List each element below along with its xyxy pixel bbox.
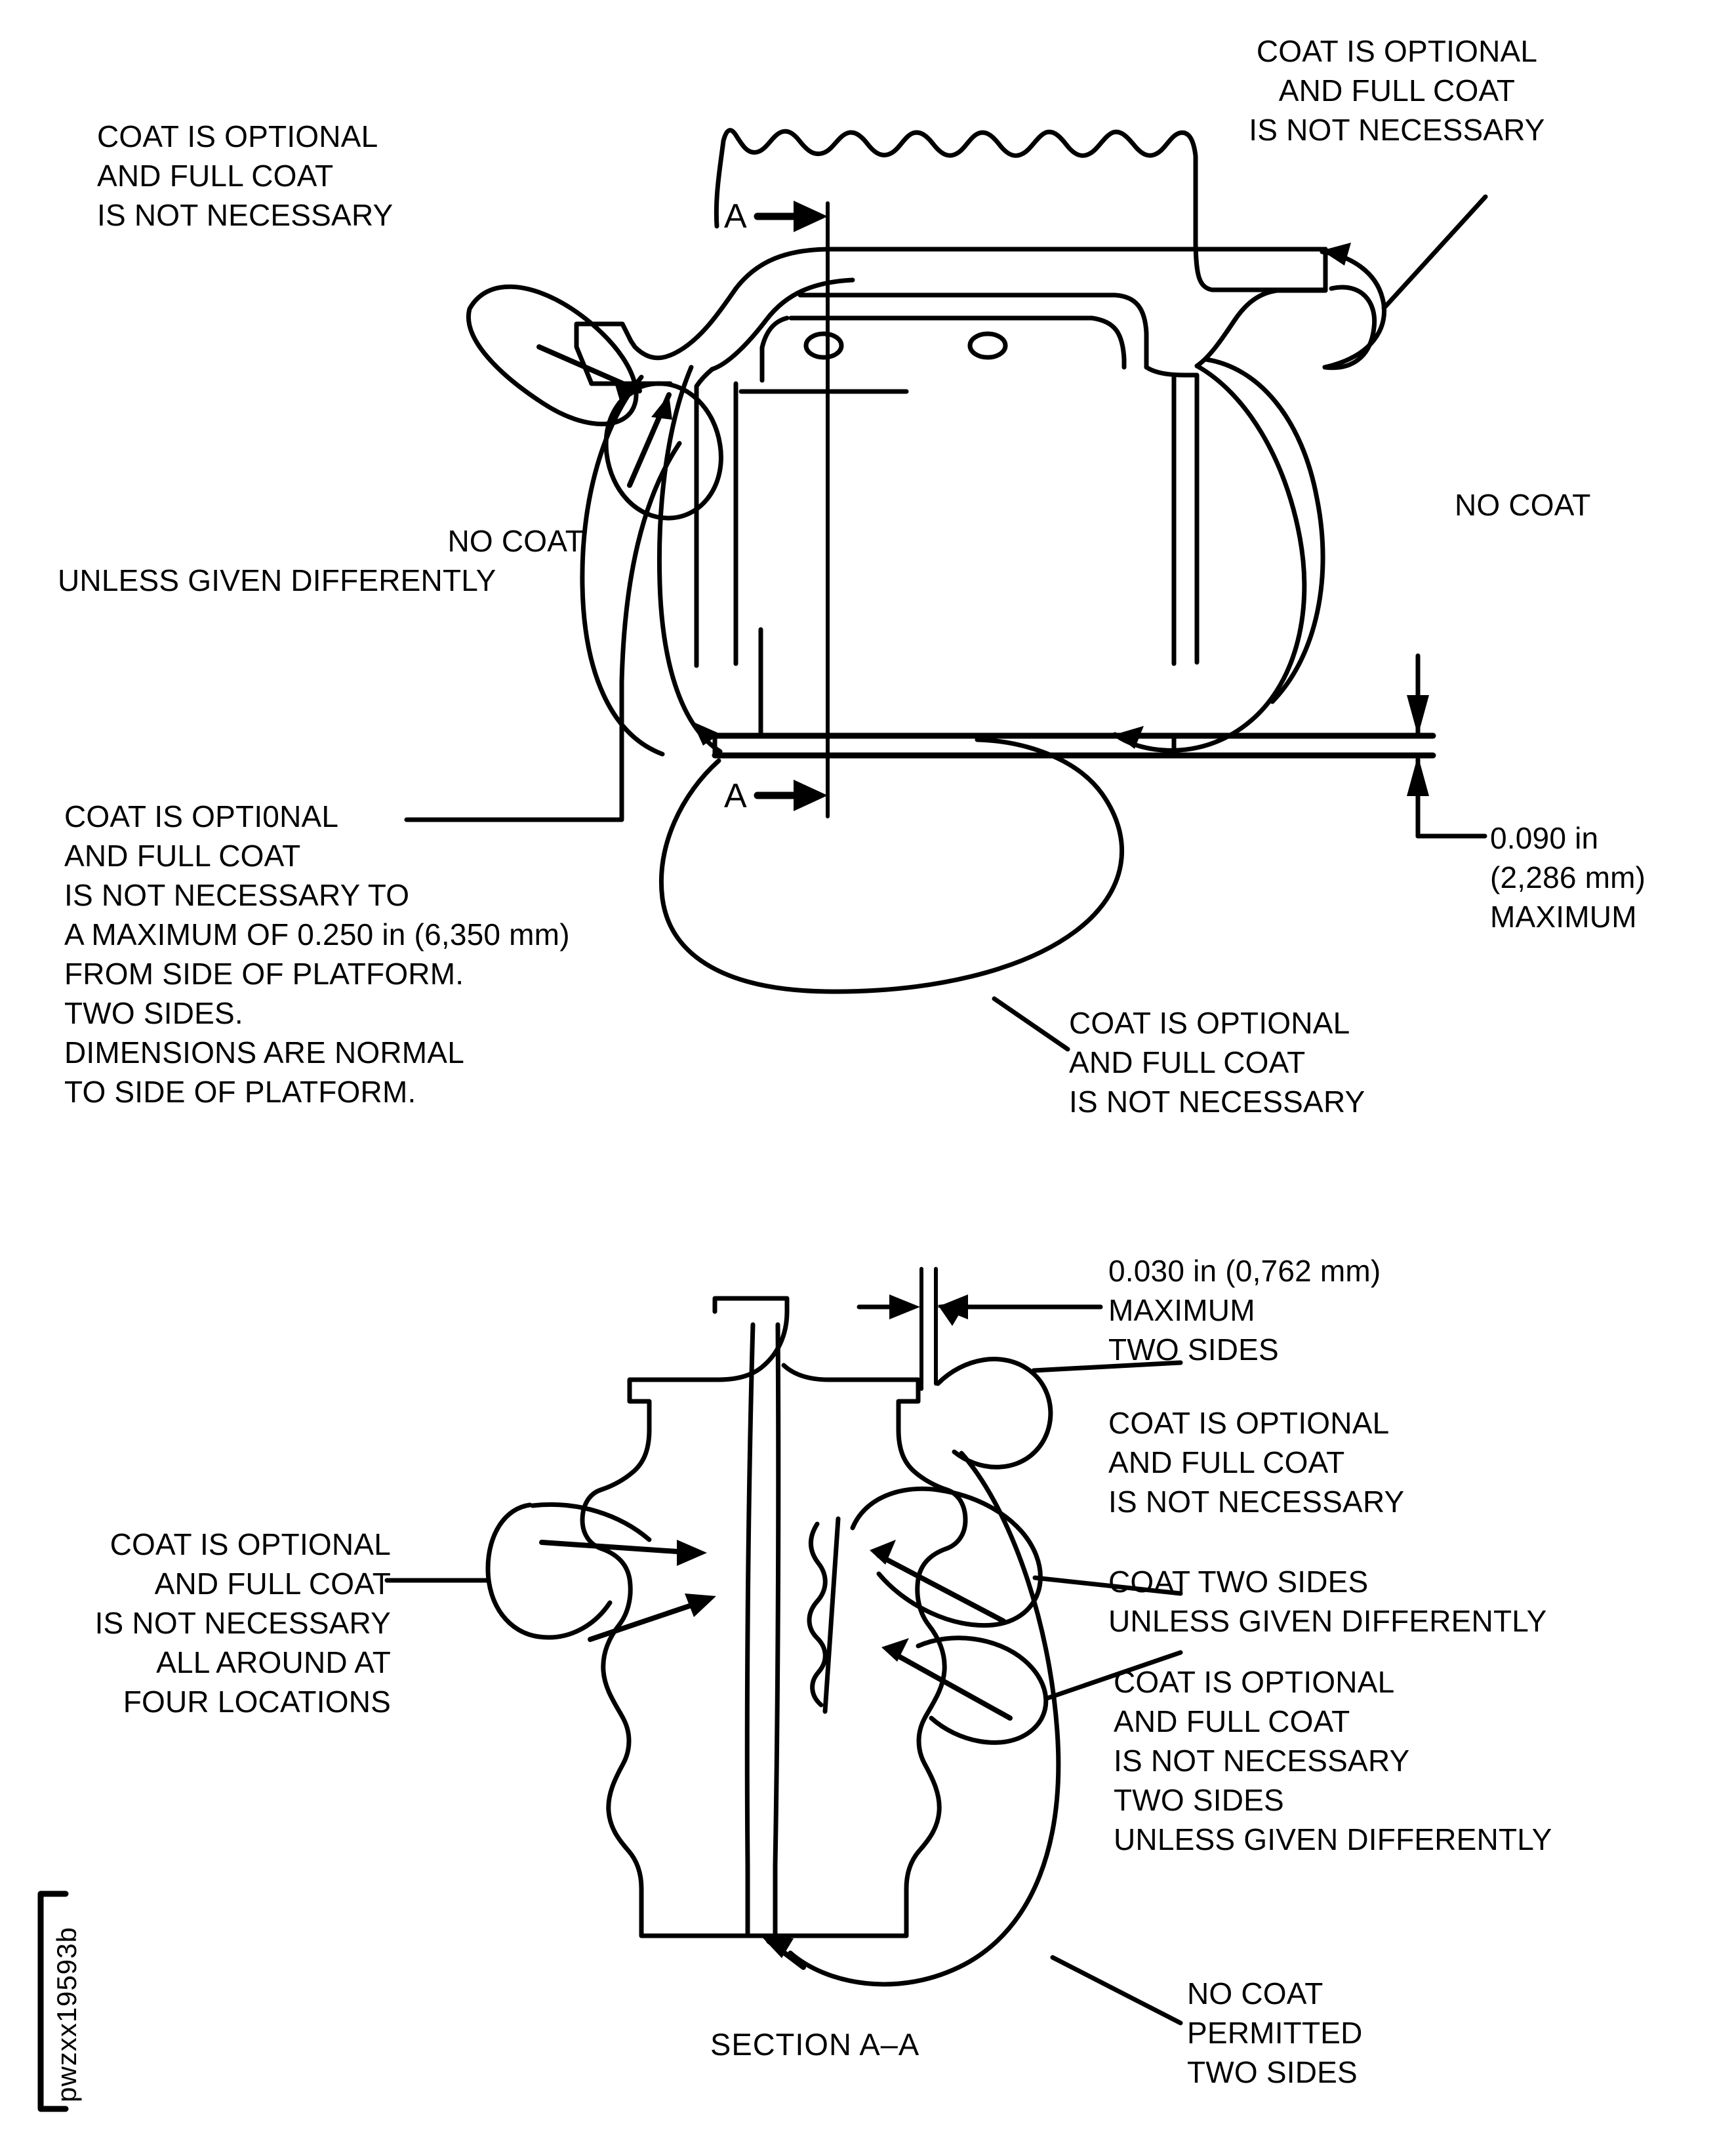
section-arrow-bottom-head: [794, 780, 828, 811]
section-leader-arrow-left-2: [588, 1597, 710, 1642]
section-marker-letter-bottom: A: [724, 777, 747, 815]
hole-right: [967, 331, 1008, 360]
left-flange-outer: [628, 286, 738, 361]
dim-090-arrow-up: [1407, 755, 1429, 796]
section-web-right: [773, 1322, 781, 1937]
arrowhead-upper-left: [614, 380, 639, 403]
section-leader-cloud-left-b: [530, 1502, 652, 1542]
plate-top-line-2: [733, 247, 830, 291]
dimension-030-label: 0.030 in (0,762 mm) MAXIMUM TWO SIDES: [1108, 1254, 1381, 1367]
leader-topright-curve-2: [1320, 249, 1387, 370]
part-left-wall: [694, 367, 715, 668]
callout-bottom-center: COAT IS OPTIONAL AND FULL COAT IS NOT NE…: [1069, 1006, 1365, 1119]
right-flange-outer: [1194, 247, 1328, 369]
section-callout-right-3: COAT IS OPTIONAL AND FULL COAT IS NOT NE…: [1114, 1665, 1552, 1856]
section-break-wave: [807, 1521, 828, 1708]
arrowhead-right-mid: [1115, 726, 1144, 749]
section-leader-r3-line: [1044, 1650, 1183, 1701]
dim-090-arrow-down: [1407, 695, 1429, 736]
section-arrowhead-r3: [881, 1638, 909, 1662]
leader-cloud-bottom-center: [659, 737, 1125, 994]
section-leader-r1-line: [1031, 1360, 1183, 1373]
part-top-broken-edge: [714, 128, 1198, 247]
leader-lower-left-line: [404, 441, 682, 822]
hole-left: [803, 331, 844, 360]
leader-cloud-right: [1112, 363, 1307, 753]
leader-cloud-right-b: [1203, 357, 1325, 704]
callout-top-right: COAT IS OPTIONAL AND FULL COAT IS NOT NE…: [1249, 34, 1545, 147]
section-arrowhead-r1: [938, 1302, 967, 1326]
callout-no-coat-unless: UNLESS GIVEN DIFFERENTLY: [58, 563, 496, 597]
section-leader-cloud-left: [485, 1502, 613, 1640]
section-arrowhead-left-2: [685, 1593, 716, 1617]
section-break-line: [822, 1516, 841, 1714]
dwg-number-bracket: [37, 1891, 69, 2112]
section-marker-letter-top: A: [724, 197, 747, 235]
leader-topright-curve: [1322, 285, 1377, 371]
leader-ellipse-upper-left: [466, 284, 639, 427]
part-right-top-edge: [1193, 241, 1327, 292]
section-arrowhead-left-1: [677, 1540, 707, 1566]
section-arrow-top-head: [794, 201, 828, 232]
callout-top-left: COAT IS OPTIONAL AND FULL COAT IS NOT NE…: [97, 119, 394, 232]
section-callout-right-2: COAT TWO SIDES UNLESS GIVEN DIFFERENTLY: [1108, 1565, 1547, 1638]
left-inner-curve: [710, 277, 855, 372]
arrowhead-left-up: [651, 395, 672, 420]
plate-inner-line-c: [788, 315, 1127, 370]
leader-cloud-left-long-b: [656, 365, 723, 754]
dim-030-arrowhead-left: [889, 1294, 920, 1319]
plate-inner-line-a: [797, 292, 1149, 370]
section-callout-bottom-right: NO COAT PERMITTED TWO SIDES: [1187, 1976, 1363, 2089]
drawing-number: pwzxx19593b: [51, 1927, 82, 2102]
dimension-090-label: 0.090 in (2,286 mm) MAXIMUM: [1490, 821, 1646, 934]
leader-arrow-upper-left: [536, 344, 642, 393]
callout-right-no-coat: NO COAT: [1455, 488, 1591, 522]
section-leader-bottom-line: [1050, 1955, 1183, 2026]
plate-inner-line-b: [759, 315, 790, 383]
section-callout-left: COAT IS OPTIONAL AND FULL COAT IS NOT NE…: [94, 1527, 391, 1719]
leader-topright-line: [1381, 194, 1488, 311]
callout-lower-left-long: COAT IS OPTI0NAL AND FULL COAT IS NOT NE…: [64, 799, 570, 1109]
section-callout-right-1: COAT IS OPTIONAL AND FULL COAT IS NOT NE…: [1108, 1406, 1405, 1519]
section-leader-arrow-left-1: [539, 1540, 699, 1555]
section-leader-cloud-r1: [935, 1357, 1053, 1470]
section-outline-left: [580, 1296, 968, 1938]
left-flange-step: [574, 321, 673, 386]
section-view-title: SECTION A–A: [710, 2027, 920, 2062]
section-arrowhead-r2: [870, 1540, 896, 1565]
section-leader-r2-line: [1032, 1575, 1183, 1596]
section-leader-arrow-r3: [889, 1650, 1013, 1721]
callout-no-coat: NO COAT: [447, 524, 584, 558]
section-arrowhead-bottom: [761, 1936, 794, 1958]
leader-bottom-center-line: [992, 996, 1070, 1052]
leader-loop-left: [603, 381, 723, 521]
section-leader-cloud-r2: [850, 1486, 1043, 1628]
right-flange-inner: [1144, 365, 1200, 665]
section-leader-arrow-r2: [876, 1553, 1006, 1624]
arrowhead-left-lower: [692, 721, 720, 746]
section-web-left: [744, 1322, 756, 1937]
section-leader-cloud-bottom: [788, 1451, 1061, 1987]
